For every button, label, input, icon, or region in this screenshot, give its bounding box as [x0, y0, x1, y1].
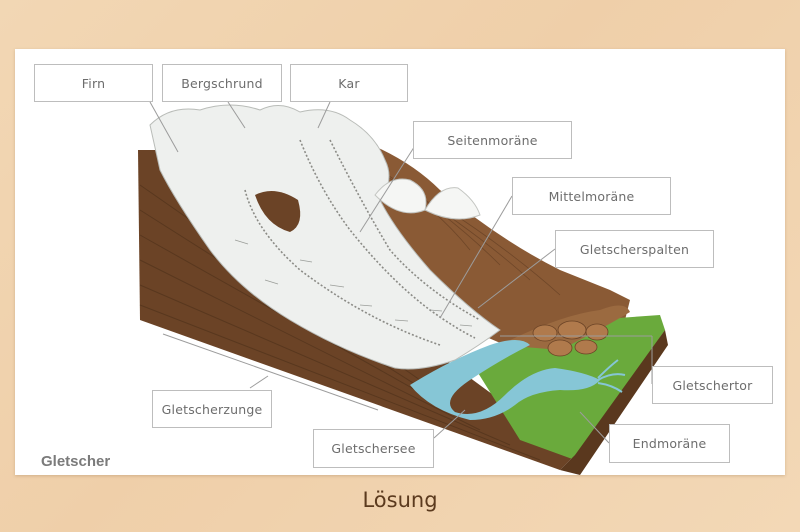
- moraine-lines: [244, 139, 481, 346]
- label-gletschersee: Gletschersee: [313, 429, 434, 468]
- boulders: [532, 320, 609, 357]
- cirque-hollow: [255, 191, 301, 232]
- block-side: [560, 330, 668, 475]
- label-bergschrund: Bergschrund: [162, 64, 282, 102]
- label-mittelmoraene: Mittelmoräne: [512, 177, 671, 215]
- label-gletscherzunge: Gletscherzunge: [152, 390, 272, 428]
- label-endmoraene: Endmoräne: [609, 424, 730, 463]
- diagram-title: Gletscher: [41, 453, 111, 470]
- crevasses: [234, 239, 473, 327]
- solution-caption: Lösung: [362, 488, 438, 512]
- label-firn: Firn: [34, 64, 153, 102]
- label-kar: Kar: [290, 64, 408, 102]
- label-seitenmoraene: Seitenmoräne: [413, 121, 572, 159]
- label-gletscherspalten: Gletscherspalten: [555, 230, 714, 268]
- snow-peaks: [374, 178, 481, 220]
- meltwater-streams: [597, 359, 626, 393]
- label-gletschertor: Gletschertor: [652, 366, 773, 404]
- glacial-lake: [410, 340, 600, 420]
- glacier-ice: [149, 104, 501, 370]
